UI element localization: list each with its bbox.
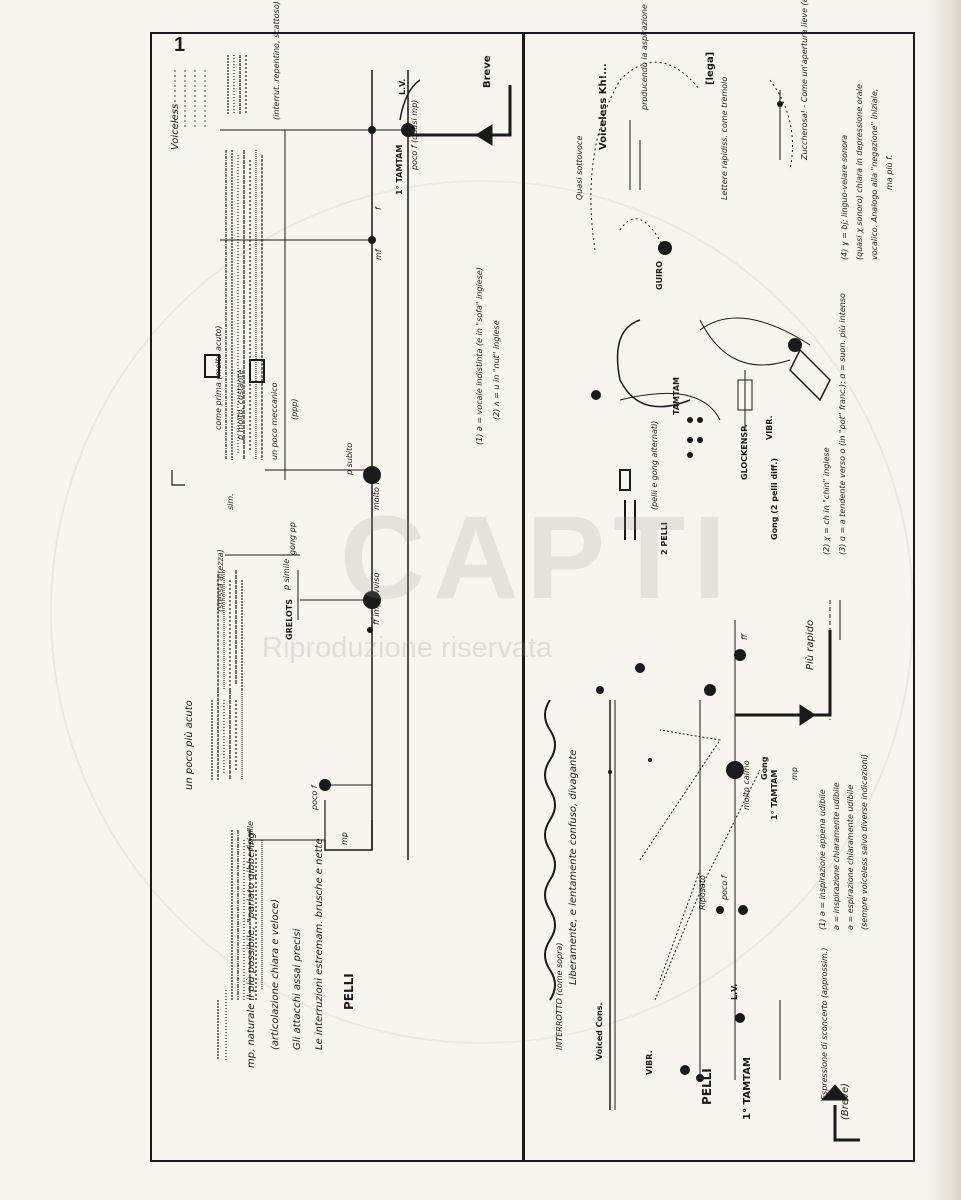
marking-p-simile: p simile — [282, 558, 291, 590]
tamtam-label-lower: 1° TAMTAM — [742, 1057, 753, 1120]
marking-lettere-rapidissime: Lettere rapidiss. come tremolo — [720, 76, 729, 200]
marking-mp: mp — [340, 832, 349, 845]
marking-quasi-sottovoce: Quasi sottovoce — [575, 135, 584, 200]
system-divider — [522, 32, 525, 1162]
voiceless-label-lower: Voiceless Kh!... — [598, 63, 609, 150]
marking-f: f — [374, 207, 383, 210]
marking-riposato: Riposato — [698, 875, 707, 910]
marking-mf: mf — [374, 249, 383, 260]
page-gutter-shadow — [927, 0, 961, 1200]
footnote-lower-2: ə = inspirazione chiaramente udibile — [832, 782, 841, 930]
footnote-upper-1: (1) ə = vocale indistinta (e in "sofa" i… — [475, 267, 484, 445]
marking-tamtam-dyn: poco f (quasi mp) — [410, 99, 419, 170]
note-articolazione: (articolazione chiara e veloce) — [270, 898, 281, 1050]
footnote-lower-6: (3) ɑ = a tendente verso o (in "pot" fra… — [838, 293, 847, 555]
vibr-label-lower: VIBR. — [645, 1050, 654, 1075]
gong-label-lower: Gong — [760, 756, 769, 780]
watermark-brand: CAPTI — [340, 492, 734, 624]
tamtam-label-lower-mid: 1° TAMTAM — [770, 769, 779, 820]
marking-lv-lower: L.V. — [730, 983, 739, 1000]
marking-lv-upper: L.V. — [398, 78, 407, 95]
footnote-lower-8: (quasi χ sonoro) chiara in depressione o… — [855, 84, 864, 260]
note-interruzioni: Le interruzioni estremam. brusche e nett… — [314, 838, 325, 1050]
marking-stessa-altezza: (stessa altezza) — [216, 549, 225, 612]
marking-p-subito: p subito — [345, 442, 354, 475]
gong2-label: Gong (2 pelli diff.) — [770, 457, 779, 540]
marking-interrupted: (interrut. repentino, scattoso) — [272, 1, 281, 120]
marking-poco-acuto: un poco più acuto — [184, 700, 195, 790]
footnote-lower-7: (4) ɣ = bj; linguo-velare sonora — [840, 134, 849, 260]
marking-interrotto: INTERROTTO (come sopra) — [555, 942, 564, 1050]
marking-meccanico: un poco meccanico — [270, 382, 279, 461]
score-frame — [150, 32, 915, 1162]
footnote-lower-5: (2) χ = ch in "chin" inglese — [822, 447, 831, 555]
breve-label-upper: Breve — [482, 55, 493, 88]
footnote-lower-4: (sempre voiceless salvo diverse indicazi… — [860, 754, 869, 930]
marking-come-prima: come prima (molto acuto) — [214, 325, 223, 430]
footnote-lower-1: (1) ə = inspirazione appena udibile — [818, 789, 827, 930]
marking-ff-lower: ff — [740, 634, 749, 640]
watermark-notice: Riproduzione riservata — [262, 632, 553, 664]
pelli-label-lower: PELLI — [700, 1068, 714, 1105]
marking-poco-f-lower: poco f — [720, 875, 729, 900]
marking-espressione: Espressione di sconcerto (approssim.) — [820, 947, 829, 1100]
marking-producendo: producendo la aspirazione — [640, 4, 649, 110]
vibr2-label: VIBR. — [765, 415, 774, 440]
marking-breve-lower: (Breve) — [840, 1083, 851, 1120]
marking-molto-calmo: molto calmo — [742, 760, 751, 810]
footnote-lower-11: Zuccherosa! - Come un'apertura lieve (al… — [800, 0, 809, 160]
tamtam-label-upper: 1° TAMTAM — [395, 144, 404, 195]
footnote-upper-2: (2) ʌ = u in "nut" inglese — [492, 320, 501, 420]
footnote-lower-9: vocalico. Analogo alla "negazione" inizi… — [870, 88, 879, 260]
footnote-lower-10: ma più f. — [885, 154, 894, 190]
marking-legato: [lega] — [705, 51, 716, 85]
voiceless-label-upper: Voiceless — [170, 103, 181, 150]
marking-liberamente: Liberamente, e lentamente confuso, divag… — [568, 749, 579, 985]
guiro-label: GUIRO — [655, 261, 664, 290]
marking-sim: sim. — [226, 493, 235, 510]
voiced-cons-label: Voiced Cons. — [595, 1002, 604, 1060]
marking-piu-rapido: Più rapido — [805, 619, 816, 670]
marking-gong: gong pp — [288, 522, 297, 555]
marking-poco-f: poco f — [310, 785, 319, 810]
page-number: 1 — [174, 34, 186, 56]
note-attacchi: Gli attacchi assai precisi — [292, 928, 303, 1050]
marking-ppp: (ppp) — [290, 398, 299, 420]
tamtam-label-lower-small: TAMTAM — [672, 377, 681, 415]
glocken-label: GLOCKENSP. — [740, 424, 749, 480]
footnote-lower-3: ə = espirazione chiaramente udibile — [846, 784, 855, 930]
marking-simile: f simile — [246, 821, 255, 850]
pelli-label-upper: PELLI — [342, 973, 356, 1010]
marking-mp-lower: mp — [790, 767, 799, 780]
marking-molto-costante: p molto, costante — [236, 369, 245, 440]
note-naturale: mp, naturale il più possibile, "parlato … — [246, 827, 257, 1068]
